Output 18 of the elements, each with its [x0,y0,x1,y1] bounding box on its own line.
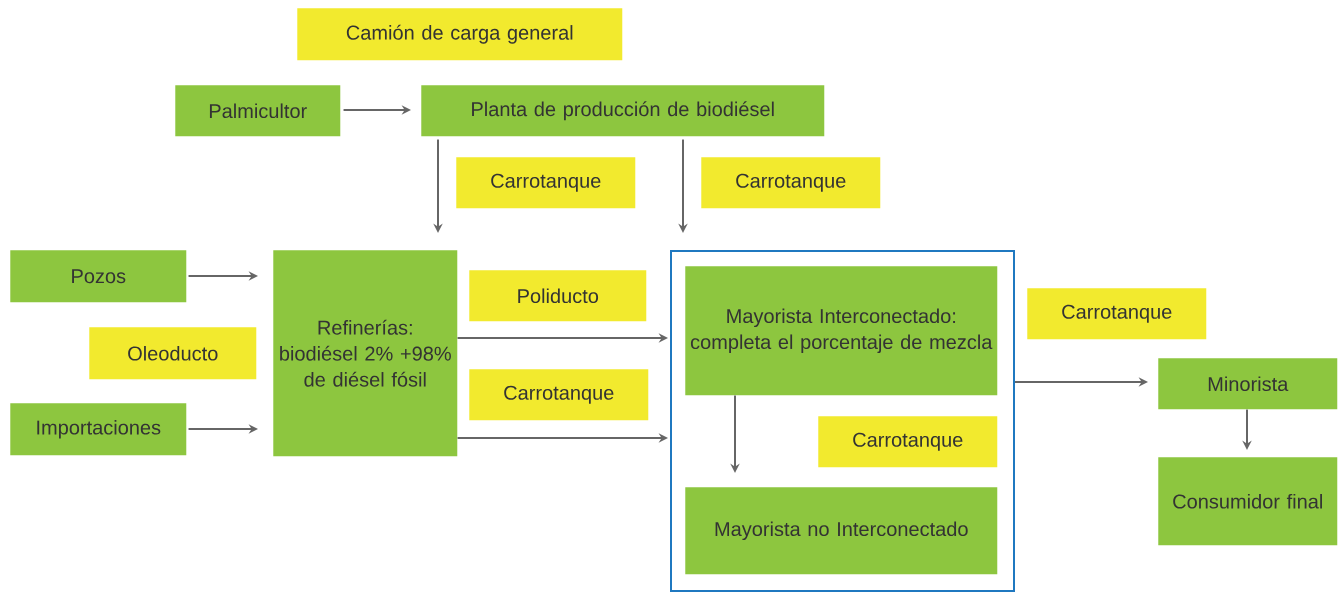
stage-box: Refinerías: biodiésel 2% +98% de diésel fósil [273,250,458,457]
group-frame [670,250,1015,592]
stage-box: Pozos [10,250,187,303]
transport-label-box: Carrotanque [701,157,881,209]
transport-label-box: Carrotanque [1027,288,1207,340]
stage-box: Planta de producción de biodiésel [421,85,825,137]
stage-box: Minorista [1158,358,1338,410]
transport-label-box: Carrotanque [469,369,649,421]
transport-label-box: Carrotanque [818,416,998,468]
stage-box: Mayorista no Interconectado [685,487,998,575]
stage-box: Consumidor final [1158,457,1338,546]
transport-label-box: Camión de carga general [297,8,623,61]
stage-box: Palmicultor [175,85,341,137]
transport-label-box: Oleoducto [89,327,257,380]
stage-box: Mayorista Interconectado: completa el porcentaje de mezcla [685,266,998,396]
transport-label-box: Poliducto [469,270,647,322]
transport-label-box: Carrotanque [456,157,636,209]
stage-box: Importaciones [10,403,187,456]
